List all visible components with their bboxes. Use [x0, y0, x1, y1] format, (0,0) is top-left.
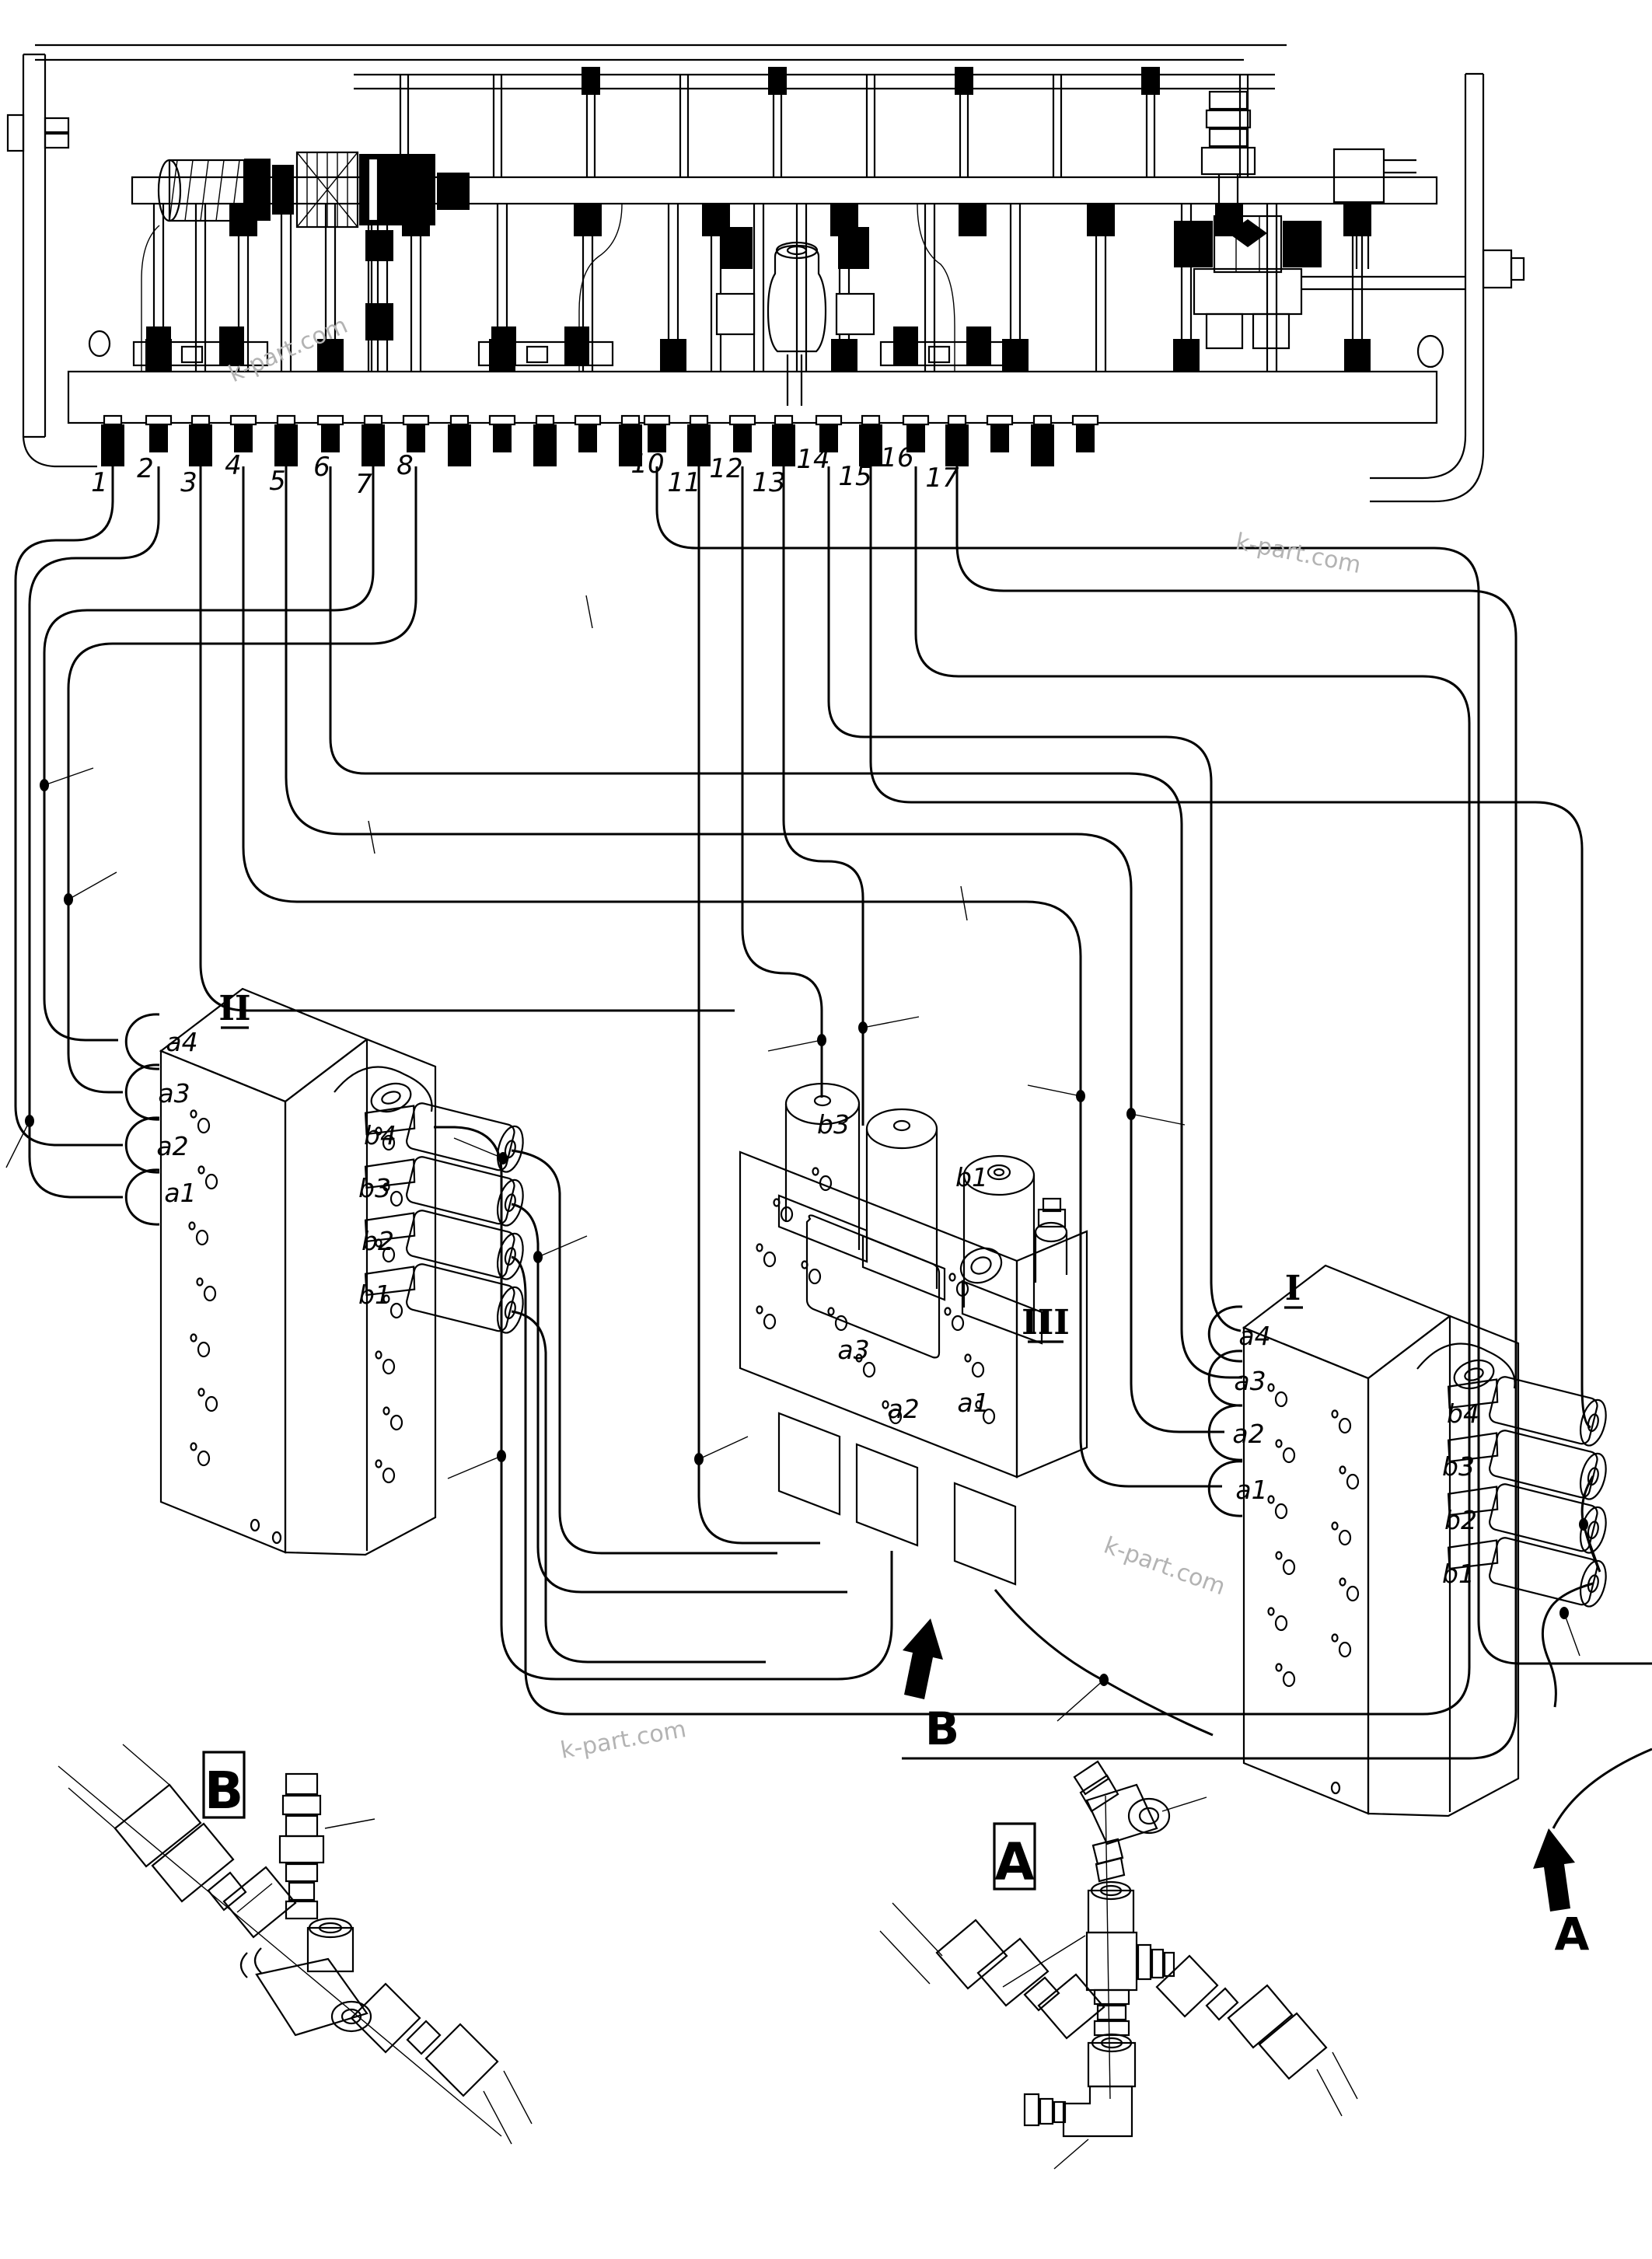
- port-number-8: 8: [396, 450, 414, 481]
- block-i-port-b4: b4: [1447, 1398, 1479, 1429]
- port-number-6: 6: [313, 452, 330, 483]
- manifold-mid-brackets: [132, 326, 1016, 367]
- block-iii-roman-label: III: [1022, 1303, 1070, 1342]
- block-ii-port-a1: a1: [164, 1178, 196, 1208]
- block-i-port-a2: a2: [1232, 1419, 1264, 1449]
- port-number-15: 15: [838, 461, 871, 492]
- block-iii-port-a3: a3: [837, 1335, 869, 1365]
- port-number-labels: 1 2 3 4 5 6 7 8 10 11 12 13 14 15 16 17: [91, 442, 959, 500]
- port-number-7: 7: [355, 469, 372, 500]
- manifold-frame: [6, 44, 1525, 503]
- manifold-left-fitting-cluster: [141, 151, 470, 372]
- port-number-16: 16: [880, 442, 913, 473]
- block-ii-port-a4: a4: [166, 1027, 197, 1057]
- port-number-2: 2: [137, 453, 154, 484]
- view-arrow-a-letter: A: [1555, 1908, 1590, 1960]
- block-i-port-b3: b3: [1442, 1451, 1475, 1482]
- block-ii-port-a3: a3: [158, 1078, 190, 1109]
- manifold-pipes: [152, 202, 1364, 373]
- valve-block-ii: II a4 a3 a2 a1 b4 b3 b2 b1: [124, 987, 524, 1556]
- view-arrow-a: A: [1533, 1828, 1590, 1960]
- block-ii-port-a2: a2: [156, 1131, 188, 1161]
- hose-network: [5, 466, 1652, 1829]
- detail-a-letter: A: [994, 1832, 1034, 1892]
- block-i-port-b2: b2: [1444, 1505, 1477, 1535]
- block-iii-port-a1: a1: [957, 1388, 989, 1418]
- manifold-upper-pipes: [354, 67, 1275, 179]
- detail-view-a: A: [879, 1760, 1358, 2170]
- block-iii-port-a2: a2: [887, 1394, 919, 1424]
- hose-tick-marks: [368, 595, 968, 921]
- block-i-roman-label: I: [1285, 1269, 1301, 1308]
- port-number-1: 1: [91, 467, 108, 498]
- port-number-14: 14: [796, 444, 829, 475]
- block-ii-port-b4: b4: [364, 1120, 396, 1150]
- port-number-12: 12: [709, 453, 742, 484]
- detail-b-letter: B: [204, 1761, 243, 1821]
- port-number-17: 17: [925, 463, 959, 494]
- block-ii-port-b2: b2: [361, 1226, 394, 1256]
- valve-block-iii: b3 b1 III a3 a2 a1: [739, 1082, 1088, 1586]
- view-arrow-b-letter: B: [925, 1702, 959, 1755]
- manifold-ports: [100, 414, 1099, 468]
- block-i-port-b1: b1: [1442, 1559, 1475, 1589]
- block-i-port-a3: a3: [1234, 1366, 1266, 1396]
- view-arrow-b: B: [903, 1618, 959, 1755]
- port-number-3: 3: [180, 467, 197, 498]
- port-number-4: 4: [225, 450, 242, 481]
- port-number-11: 11: [667, 467, 700, 498]
- port-number-5: 5: [269, 466, 286, 497]
- watermark-mid-right: k-part.com: [1100, 1532, 1228, 1601]
- manifold-clamps: [145, 204, 1371, 372]
- detail-view-b: B: [58, 1744, 533, 2145]
- valve-block-i: I a4 a3 a2 a1 b4 b3 b2 b1: [1207, 1264, 1607, 1817]
- port-number-10: 10: [630, 449, 664, 480]
- block-ii-roman-label: II: [218, 989, 250, 1028]
- watermark-bottom-left: k-part.com: [558, 1716, 688, 1765]
- block-iii-port-b3: b3: [817, 1109, 850, 1140]
- block-iii-port-b1: b1: [955, 1162, 988, 1192]
- block-ii-port-b3: b3: [358, 1173, 391, 1203]
- watermark-top-right: k-part.com: [1233, 528, 1363, 579]
- watermarks: k-part.com k-part.com k-part.com k-part.…: [225, 312, 1363, 1765]
- manifold-middle-valve: [715, 227, 875, 406]
- block-ii-port-b1: b1: [358, 1280, 391, 1310]
- manifold-assembly: 1 2 3 4 5 6 7 8 10 11 12 13 14 15 16 17: [6, 44, 1525, 503]
- block-i-port-a1: a1: [1235, 1475, 1267, 1505]
- port-number-13: 13: [752, 467, 785, 498]
- manifold-right-fitting-cluster: [1174, 90, 1465, 350]
- block-i-port-a4: a4: [1238, 1321, 1270, 1351]
- hose-clamp-dots: [5, 767, 1601, 1722]
